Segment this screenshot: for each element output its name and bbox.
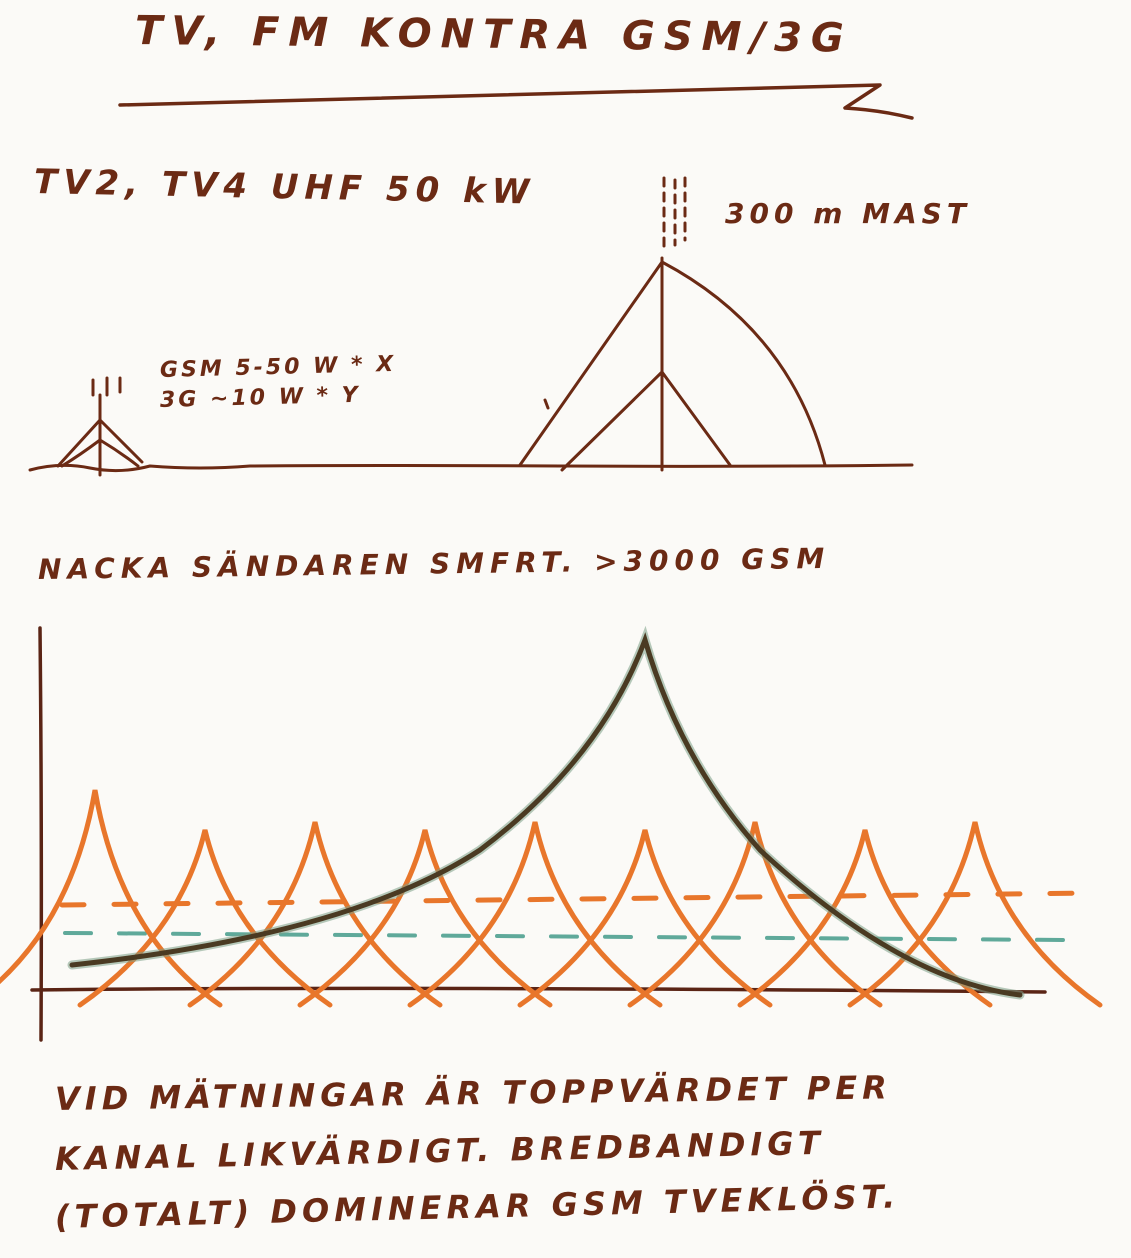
gsm-peak: [0, 789, 223, 1008]
gsm-peak: [407, 821, 663, 1008]
dashed-line-teal: [63, 931, 1067, 942]
broadcast-mast: [518, 176, 827, 472]
gsm-peak: [297, 829, 553, 1008]
gsm-peak: [627, 821, 883, 1008]
gsm-peak: [187, 821, 443, 1008]
cell-tower: [56, 376, 144, 477]
mast-height-label: 300 m MAST: [725, 197, 971, 230]
tv-curve: [67, 625, 1025, 1000]
gsm-peak: [517, 829, 773, 1008]
title-underline: [118, 83, 914, 120]
ground-line: [28, 463, 914, 473]
gsm-peak: [77, 829, 333, 1008]
gsm-peak: [847, 821, 1103, 1008]
dashed-line-orange: [59, 890, 1098, 908]
gsm-peak: [737, 829, 993, 1008]
